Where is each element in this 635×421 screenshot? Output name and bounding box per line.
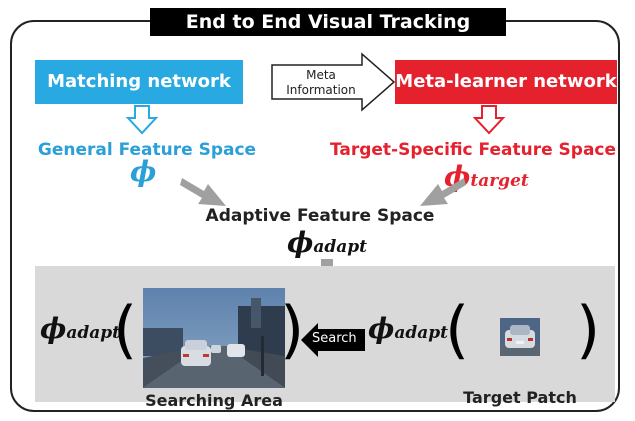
search-label: Search: [312, 331, 357, 346]
adaptive-phi-symbol: ϕ: [287, 226, 314, 259]
target-feature-space-label: Target-Specific Feature Space: [329, 140, 617, 160]
general-phi-symbol: ϕ: [130, 155, 157, 188]
target-patch-caption: Target Patch: [463, 388, 577, 407]
search-arrow: [301, 323, 365, 357]
target-phi-adapt-expression: ϕadapt: [368, 312, 448, 345]
right-paren-search: ): [280, 293, 305, 366]
adaptive-phi-subscript: adapt: [313, 237, 368, 257]
searching-area-image: [143, 288, 285, 388]
adaptive-phi-expression: ϕadapt: [287, 226, 367, 259]
search-phi-symbol: ϕ: [40, 312, 67, 345]
matching-network-box: Matching network: [35, 60, 243, 104]
meta-info-line-2: Information: [286, 83, 356, 97]
left-paren-target: (: [445, 293, 470, 366]
target-adapt-phi-symbol: ϕ: [368, 312, 395, 345]
target-patch-image: [500, 318, 540, 356]
search-phi-subscript: adapt: [66, 323, 121, 343]
general-feature-space-label: General Feature Space: [37, 140, 257, 160]
meta-information-arrow: [271, 52, 396, 112]
meta-information-label: Meta Information: [276, 68, 366, 98]
searching-area-caption: Searching Area: [145, 391, 283, 410]
target-phi-expression: ϕtarget: [444, 160, 529, 193]
meta-learner-network-box: Meta-learner network: [395, 60, 617, 104]
search-phi-expression: ϕadapt: [40, 312, 120, 345]
right-paren-target: ): [576, 293, 601, 366]
left-paren-search: (: [113, 293, 138, 366]
down-arrow-red: [473, 105, 505, 135]
target-phi-subscript: target: [470, 171, 529, 191]
adaptive-feature-space-label: Adaptive Feature Space: [205, 206, 435, 226]
gray-arrow-left: [180, 178, 226, 206]
diagram-title: End to End Visual Tracking System: [150, 8, 506, 61]
target-adapt-phi-subscript: adapt: [394, 323, 449, 343]
gray-arrow-right: [420, 178, 466, 206]
down-arrow-blue: [126, 105, 158, 135]
meta-info-line-1: Meta: [306, 68, 336, 82]
